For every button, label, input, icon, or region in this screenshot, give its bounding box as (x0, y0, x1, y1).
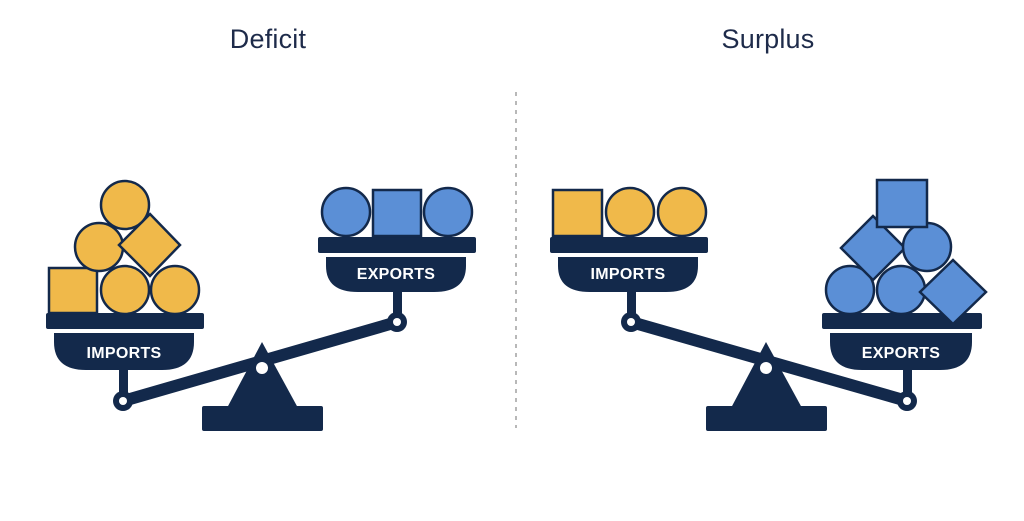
exports-goods-pile (826, 180, 986, 324)
circle-good (606, 188, 654, 236)
surplus-scale: IMPORTS EXPORTS (550, 180, 986, 431)
circle-good (877, 266, 925, 314)
exports-goods (322, 188, 472, 236)
square-good (49, 268, 97, 313)
imports-pan-label: IMPORTS (87, 345, 162, 362)
circle-good (322, 188, 370, 236)
circle-good (101, 181, 149, 229)
exports-pan-label: EXPORTS (862, 345, 941, 362)
scale-base (202, 406, 323, 431)
imports-pan-label: IMPORTS (591, 266, 666, 283)
imports-goods-pile (49, 181, 199, 314)
circle-good (903, 223, 951, 271)
circle-good (151, 266, 199, 314)
circle-good (101, 266, 149, 314)
deficit-scale: IMPORTS EXPORTS (46, 181, 476, 431)
square-good (373, 190, 421, 236)
low-pan-rim (46, 313, 204, 329)
high-pan-rim (550, 237, 708, 253)
square-good (877, 180, 927, 227)
circle-good (658, 188, 706, 236)
exports-pan-label: EXPORTS (357, 266, 436, 283)
scale-base (706, 406, 827, 431)
high-pan-rim (318, 237, 476, 253)
circle-good (424, 188, 472, 236)
square-good (553, 190, 602, 236)
circle-good (75, 223, 123, 271)
imports-goods (553, 188, 706, 236)
